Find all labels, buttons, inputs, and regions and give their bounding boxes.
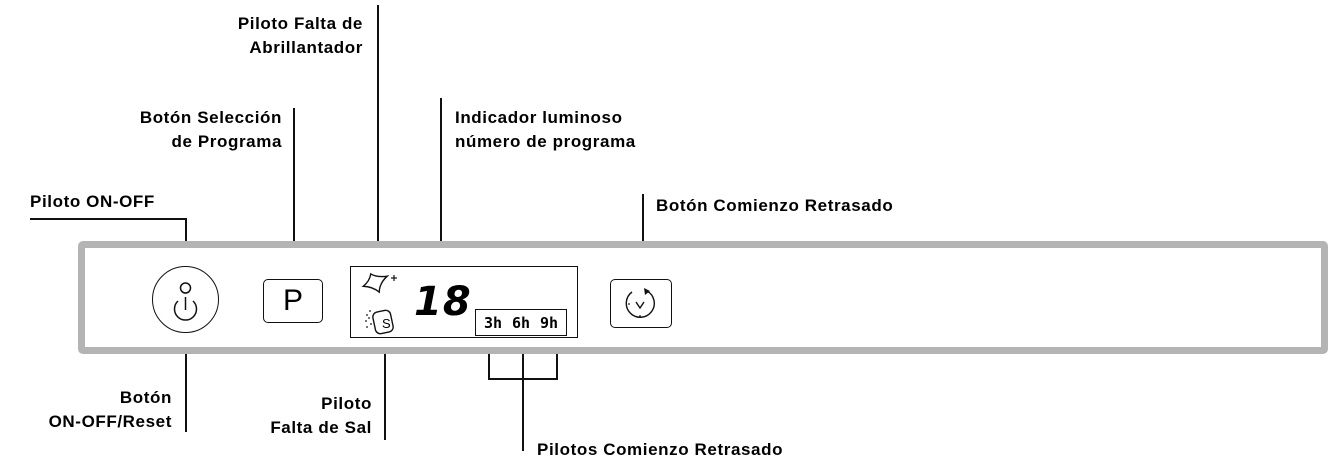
salt-label-line2: Falta de Sal [270, 418, 372, 437]
onoff-reset-label-line1: Botón [119, 388, 172, 407]
delay-start-button[interactable] [610, 279, 672, 328]
delay-pilot-6h: 6h [511, 313, 531, 332]
leader-delay-3h [488, 339, 490, 379]
power-icon [173, 281, 197, 321]
program-indicator-label: Indicador luminoso número de programa [455, 106, 636, 154]
program-select-label-line1: Botón Selección [139, 108, 282, 127]
program-select-button[interactable]: P [263, 279, 323, 323]
delay-pilots-box: 3h 6h 9h [475, 309, 567, 336]
delay-pilot-9h: 9h [539, 313, 559, 332]
salt-label-line1: Piloto [321, 394, 372, 413]
on-off-pilot-label: Piloto ON-OFF [30, 192, 155, 211]
program-select-label-line2: de Programa [171, 132, 282, 151]
onoff-reset-button-label: Botón ON-OFF/Reset [49, 386, 172, 434]
rinse-aid-label-line2: Abrillantador [249, 38, 363, 57]
leader-on-off-pilot-h [30, 218, 186, 220]
leader-delay-bracket [488, 378, 558, 380]
leader-salt [384, 342, 386, 440]
sparkle-icon [361, 272, 397, 294]
leader-delay-9h [556, 339, 558, 379]
delay-button-label: Botón Comienzo Retrasado [656, 196, 894, 215]
program-display: S [350, 266, 578, 338]
delay-pilot-3h: 3h [483, 313, 503, 332]
leader-onoff-reset [185, 348, 187, 432]
salt-symbol: S [382, 316, 391, 331]
salt-icon [365, 309, 394, 335]
program-number-digits: 18 [414, 279, 472, 325]
clock-delay-icon [625, 287, 655, 318]
leader-delay-6h [522, 339, 524, 451]
program-indicator-label-line2: número de programa [455, 132, 636, 151]
on-off-pilot-light [179, 281, 191, 294]
salt-pilot-label: Piloto Falta de Sal [270, 392, 372, 440]
rinse-aid-label-line1: Piloto Falta de [237, 14, 363, 33]
leader-delay-button [642, 194, 644, 260]
leader-rinse-aid [377, 5, 379, 260]
program-indicator-label-line1: Indicador luminoso [455, 108, 623, 127]
leader-on-off-pilot-v [185, 218, 187, 260]
program-select-label: Botón Selección de Programa [140, 106, 282, 154]
rinse-aid-pilot-label: Piloto Falta de Abrillantador [238, 12, 363, 60]
leader-program-select [293, 108, 295, 260]
delay-pilots-label: Pilotos Comienzo Retrasado [537, 440, 784, 459]
leader-program-indicator [440, 98, 442, 260]
on-off-reset-button[interactable] [152, 266, 219, 333]
onoff-reset-label-line2: ON-OFF/Reset [48, 412, 172, 431]
